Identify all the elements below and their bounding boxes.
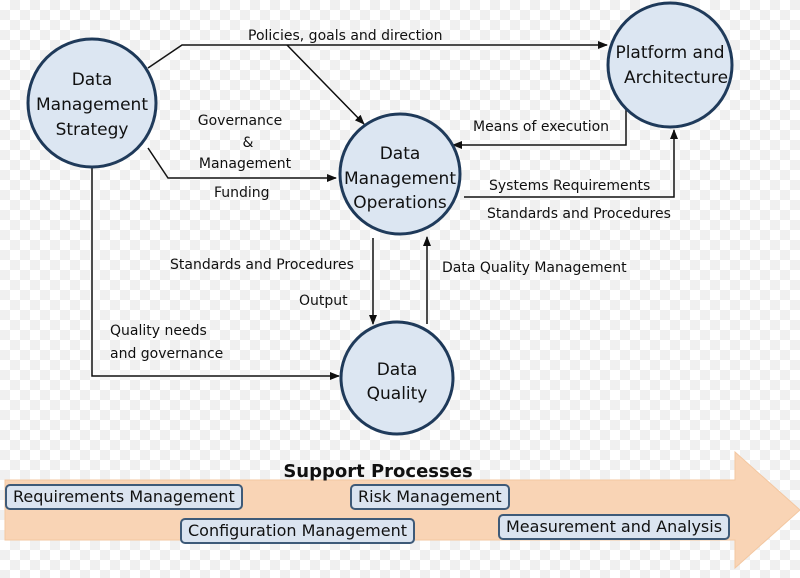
- support-processes-title: Support Processes: [283, 461, 472, 482]
- svg-text:Architecture: Architecture: [624, 68, 728, 88]
- label-dq-management: Data Quality Management: [442, 260, 627, 276]
- node-data-management-operations: Data Management Operations: [338, 112, 462, 236]
- label-governance: Governance: [198, 113, 282, 129]
- process-configuration-management: Configuration Management: [180, 518, 415, 544]
- node-data-quality: Data Quality: [339, 320, 455, 436]
- arrow-quality-needs: [91, 164, 340, 380]
- svg-text:Management: Management: [36, 95, 148, 115]
- label-governance-amp: &: [243, 135, 254, 151]
- svg-text:Data: Data: [377, 360, 418, 380]
- label-quality-needs: Quality needs: [110, 323, 207, 339]
- arrow-funding: [147, 147, 337, 182]
- label-means-of-execution: Means of execution: [473, 119, 609, 135]
- arrow-means-of-execution: [452, 110, 627, 149]
- svg-text:Data: Data: [380, 144, 421, 164]
- arrow-systems-requirements: [464, 129, 678, 198]
- label-funding: Funding: [214, 185, 270, 201]
- svg-text:Platform and: Platform and: [615, 43, 724, 63]
- label-standards-right: Standards and Procedures: [487, 206, 671, 222]
- label-standards-left: Standards and Procedures: [170, 257, 354, 273]
- node-platform-architecture: Platform and Architecture: [606, 1, 734, 129]
- svg-text:Strategy: Strategy: [56, 120, 129, 140]
- label-systems-requirements: Systems Requirements: [489, 178, 650, 194]
- label-and-governance: and governance: [110, 346, 223, 362]
- connectors: [91, 41, 678, 380]
- svg-text:Management: Management: [344, 169, 456, 189]
- label-management: Management: [199, 156, 292, 172]
- arrow-policies-to-operations: [286, 44, 365, 125]
- svg-text:Data: Data: [72, 70, 113, 90]
- arrow-policies: [147, 41, 608, 69]
- label-output: Output: [299, 293, 348, 309]
- process-measurement-analysis: Measurement and Analysis: [498, 514, 731, 540]
- svg-text:Operations: Operations: [353, 193, 447, 213]
- node-data-management-strategy: Data Management Strategy: [26, 37, 158, 169]
- label-policies: Policies, goals and direction: [248, 28, 443, 44]
- process-risk-management: Risk Management: [350, 484, 510, 510]
- svg-text:Quality: Quality: [367, 384, 428, 404]
- process-requirements-management: Requirements Management: [5, 484, 243, 510]
